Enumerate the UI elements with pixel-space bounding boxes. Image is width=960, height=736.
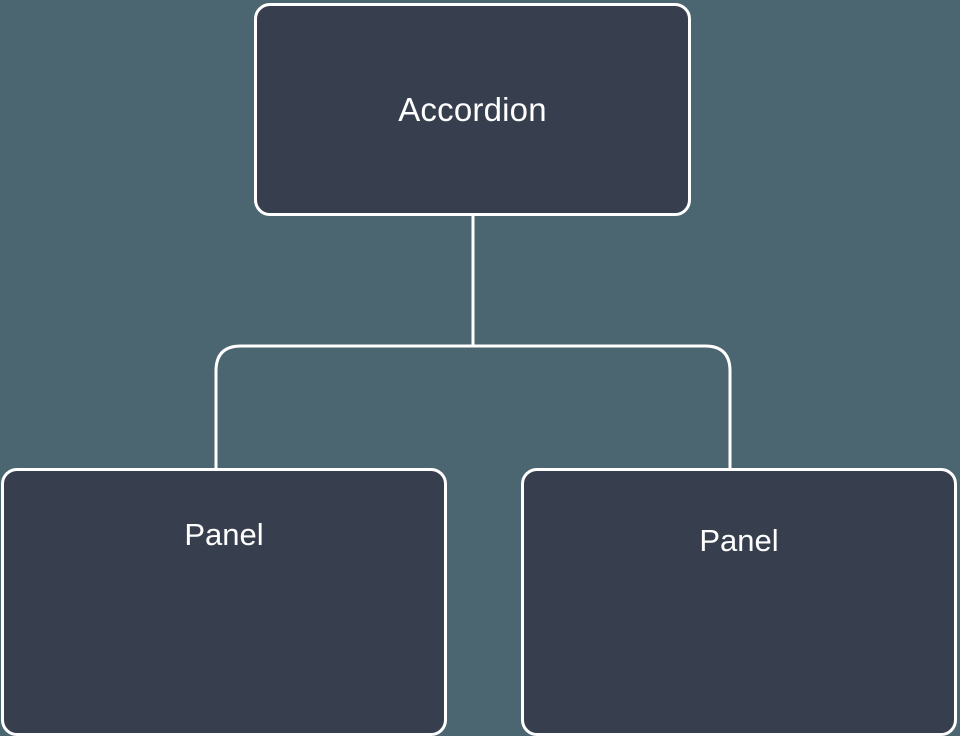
node-panel-active-label: Panel <box>184 517 264 552</box>
node-accordion-label: Accordion <box>398 91 547 128</box>
node-panel-inactive-label: Panel <box>699 523 779 558</box>
node-panel-inactive[interactable]: Panel <box>521 468 957 736</box>
node-accordion[interactable]: Accordion <box>254 3 691 216</box>
node-panel-active[interactable]: Panel <box>1 468 447 736</box>
connector-branch <box>214 344 732 470</box>
